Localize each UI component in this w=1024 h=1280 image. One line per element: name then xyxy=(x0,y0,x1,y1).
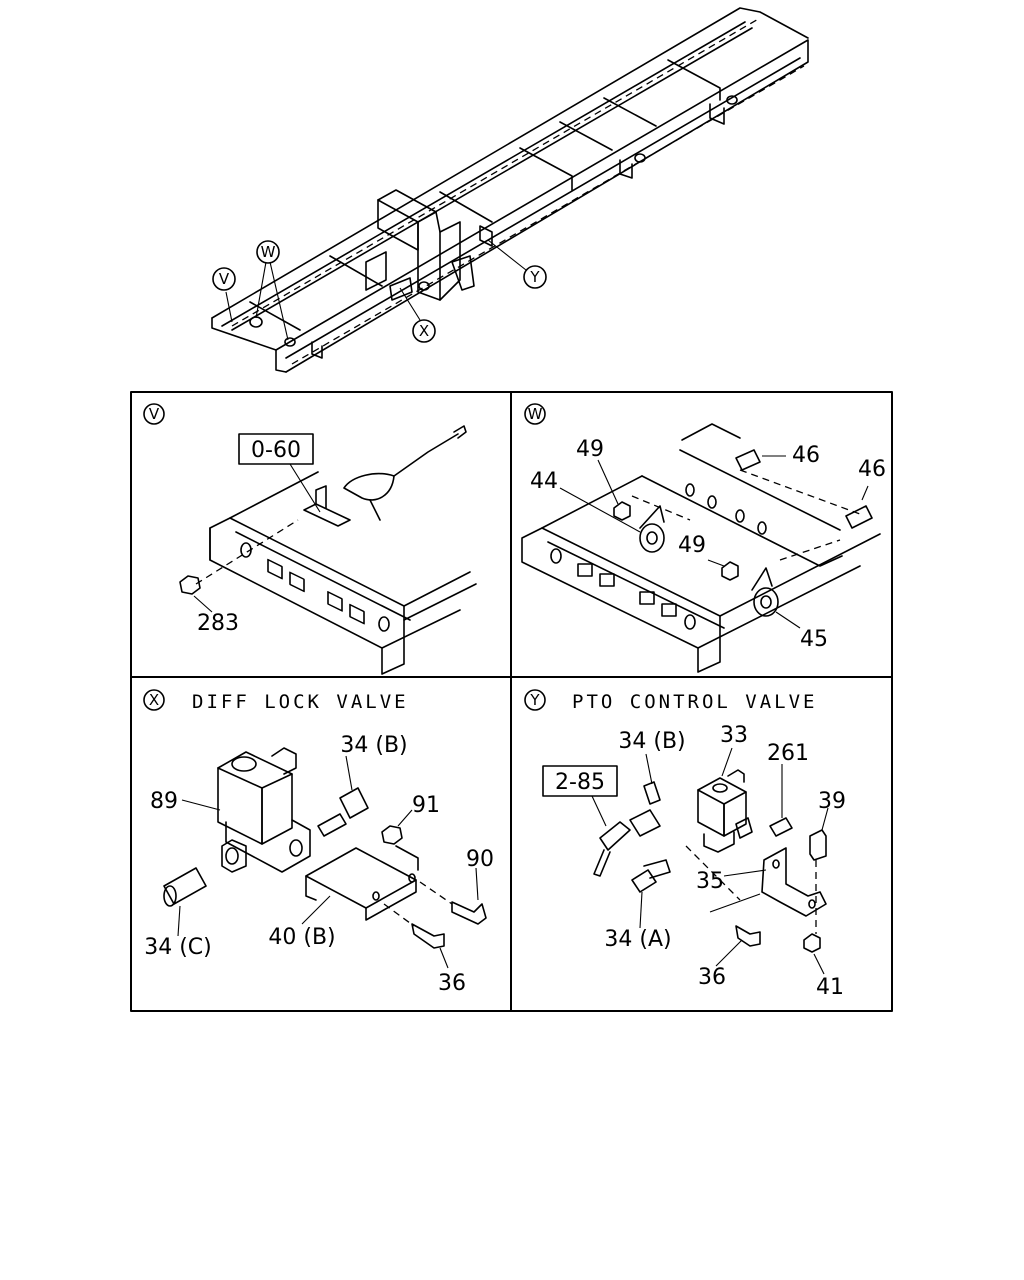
callout-v-label: V xyxy=(219,270,230,288)
panel-x-title: DIFF LOCK VALVE xyxy=(192,691,409,713)
detail-grid xyxy=(130,391,893,1012)
panel-w: W xyxy=(521,403,886,673)
callout-46-right: 46 xyxy=(858,457,886,482)
callout-261: 261 xyxy=(767,741,809,766)
callout-45: 45 xyxy=(800,627,828,652)
panel-y: Y PTO CONTROL VALVE 2-85 xyxy=(524,689,846,1000)
panel-y-title: PTO CONTROL VALVE xyxy=(572,691,817,713)
callout-44: 44 xyxy=(530,469,558,494)
callout-283: 283 xyxy=(197,611,239,636)
panel-x: X DIFF LOCK VALVE xyxy=(143,689,494,996)
callout-34b-y: 34 (B) xyxy=(618,729,685,754)
callout-46-left: 46 xyxy=(792,443,820,468)
callout-39: 39 xyxy=(818,789,846,814)
callout-91: 91 xyxy=(412,793,440,818)
callout-w-label: W xyxy=(261,243,276,261)
panel-v-ref-box: 0-60 xyxy=(251,438,301,463)
callout-34a: 34 (A) xyxy=(604,927,671,952)
callout-35: 35 xyxy=(696,869,724,894)
panel-x-marker: X xyxy=(149,691,159,709)
callout-y-label: Y xyxy=(529,268,540,286)
panel-v-marker: V xyxy=(149,405,160,423)
callout-x-label: X xyxy=(419,322,429,340)
panel-v: V 0-60 283 xyxy=(143,403,477,675)
panel-y-marker: Y xyxy=(529,691,540,709)
callout-49-upper: 49 xyxy=(576,437,604,462)
callout-34c: 34 (C) xyxy=(144,935,212,960)
callout-y-circle: Y xyxy=(523,265,547,289)
callout-36-x: 36 xyxy=(438,971,466,996)
callout-49-lower: 49 xyxy=(678,533,706,558)
callout-34b-x: 34 (B) xyxy=(340,733,407,758)
callout-33: 33 xyxy=(720,723,748,748)
callout-v-circle: V xyxy=(212,267,236,291)
callout-40b: 40 (B) xyxy=(268,925,335,950)
panel-y-ref-box: 2-85 xyxy=(555,770,605,795)
callout-x-circle: X xyxy=(412,319,436,343)
callout-89: 89 xyxy=(150,789,178,814)
callout-90: 90 xyxy=(466,847,494,872)
callout-41: 41 xyxy=(816,975,844,1000)
chassis-frame-overview xyxy=(211,7,809,373)
panel-w-marker: W xyxy=(528,405,543,423)
callout-36-y: 36 xyxy=(698,965,726,990)
callout-w-circle: W xyxy=(256,240,280,264)
